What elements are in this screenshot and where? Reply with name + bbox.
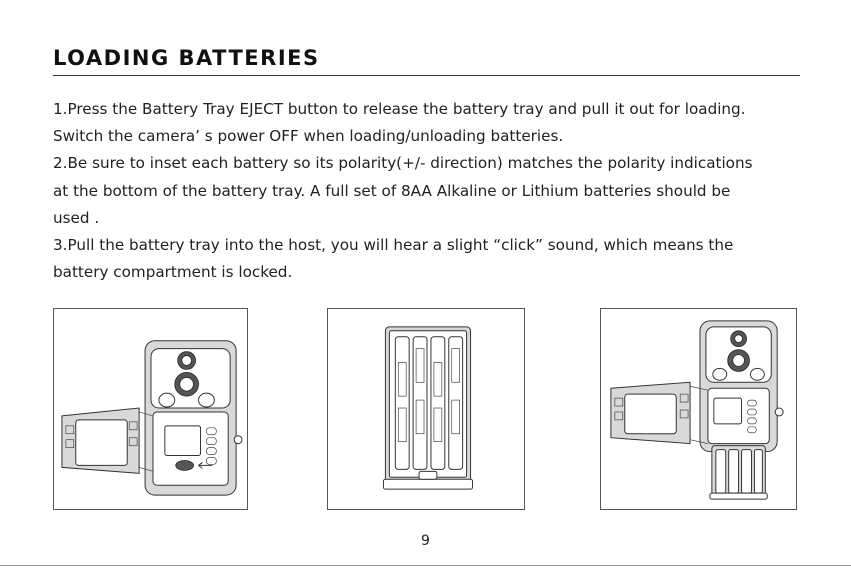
instruction-line: 3.Pull the battery tray into the host, y… <box>53 236 734 255</box>
figure-battery-tray <box>327 308 525 510</box>
battery-slots <box>394 336 464 470</box>
page-number: 9 <box>421 533 430 549</box>
instruction-line: 2.Be sure to inset each battery so its p… <box>53 154 753 173</box>
figure-tray-inserted <box>600 308 797 510</box>
camera-open-eject-icon <box>61 340 243 496</box>
battery-tray-icon <box>382 326 474 490</box>
camera-tray-inserted-icon <box>610 320 784 500</box>
instruction-line: 1.Press the Battery Tray EJECT button to… <box>53 100 746 118</box>
section-title: LOADING BATTERIES <box>53 46 320 70</box>
figure-camera-eject <box>53 308 248 510</box>
instructions-block: 1.Press the Battery Tray EJECT button to… <box>53 96 813 286</box>
instruction-line: at the bottom of the battery tray. A ful… <box>53 181 731 200</box>
instruction-line: Switch the camera’ s power OFF when load… <box>53 127 564 146</box>
title-divider <box>53 75 800 76</box>
footer-divider <box>0 565 851 566</box>
instruction-line: battery compartment is locked. <box>53 263 293 282</box>
instruction-line: used . <box>53 208 100 227</box>
